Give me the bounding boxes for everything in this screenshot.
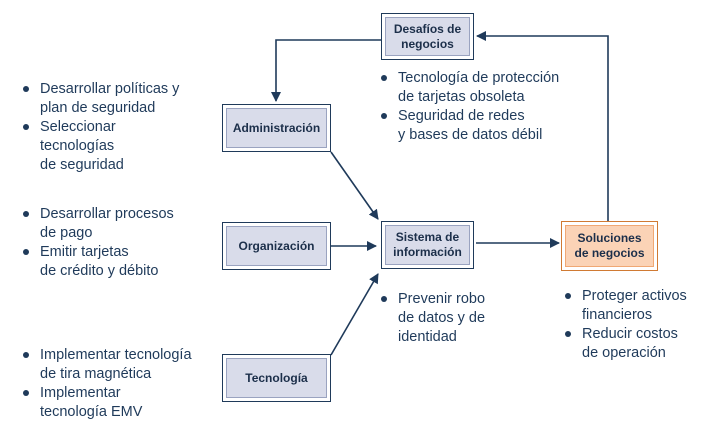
- bullet-icon: [565, 293, 571, 299]
- bullet-icon: [23, 390, 29, 396]
- organizacion-box: Organización: [222, 222, 331, 270]
- list-item: Tecnología de protección de tarjetas obs…: [380, 69, 600, 107]
- sistema-label: Sistema de información: [393, 230, 462, 259]
- list-item: Reducir costos de operación: [564, 325, 702, 363]
- list-item: Implementar tecnología EMV: [22, 384, 222, 422]
- desafios-list: Tecnología de protección de tarjetas obs…: [380, 69, 600, 145]
- arrow-administracion-to-sistema: [330, 151, 379, 220]
- list-item: Desarrollar procesos de pago: [22, 205, 212, 243]
- bullet-icon: [23, 86, 29, 92]
- desafios-box: Desafíos de negocios: [381, 13, 474, 60]
- desafios-label: Desafíos de negocios: [393, 21, 462, 51]
- sistema-list: Prevenir robo de datos y de identidad: [380, 290, 530, 347]
- list-item: Prevenir robo de datos y de identidad: [380, 290, 530, 347]
- arrow-soluciones-to-desafios: [476, 31, 609, 221]
- list-item: Implementar tecnología de tira magnética: [22, 346, 222, 384]
- bullet-icon: [23, 352, 29, 358]
- list-item: Proteger activos financieros: [564, 287, 702, 325]
- sistema-box: Sistema de información: [381, 221, 474, 269]
- administracion-label: Administración: [232, 120, 321, 135]
- list-item: Desarrollar políticas y plan de segurida…: [22, 80, 212, 118]
- soluciones-box: Soluciones de negocios: [561, 221, 658, 271]
- bullet-icon: [381, 75, 387, 81]
- bullet-icon: [565, 331, 571, 337]
- administracion-list: Desarrollar políticas y plan de segurida…: [22, 80, 212, 175]
- organizacion-label: Organización: [238, 238, 315, 253]
- administracion-box: Administración: [222, 104, 331, 152]
- bullet-icon: [23, 249, 29, 255]
- arrow-tecnologia-to-sistema: [330, 273, 379, 356]
- tecnologia-list: Implementar tecnología de tira magnética…: [22, 346, 222, 422]
- list-item: Seguridad de redes y bases de datos débi…: [380, 107, 600, 145]
- organizacion-list: Desarrollar procesos de pago Emitir tarj…: [22, 205, 212, 281]
- list-item: Seleccionar tecnologías de seguridad: [22, 118, 212, 175]
- tecnologia-box: Tecnología: [222, 354, 331, 402]
- tecnologia-label: Tecnología: [245, 370, 308, 385]
- arrow-desafios-to-administracion: [271, 39, 381, 102]
- bullet-icon: [23, 211, 29, 217]
- soluciones-list: Proteger activos financieros Reducir cos…: [564, 287, 702, 363]
- bullet-icon: [23, 124, 29, 130]
- bullet-icon: [381, 113, 387, 119]
- bullet-icon: [381, 296, 387, 302]
- soluciones-label: Soluciones de negocios: [574, 231, 645, 260]
- list-item: Emitir tarjetas de crédito y débito: [22, 243, 212, 281]
